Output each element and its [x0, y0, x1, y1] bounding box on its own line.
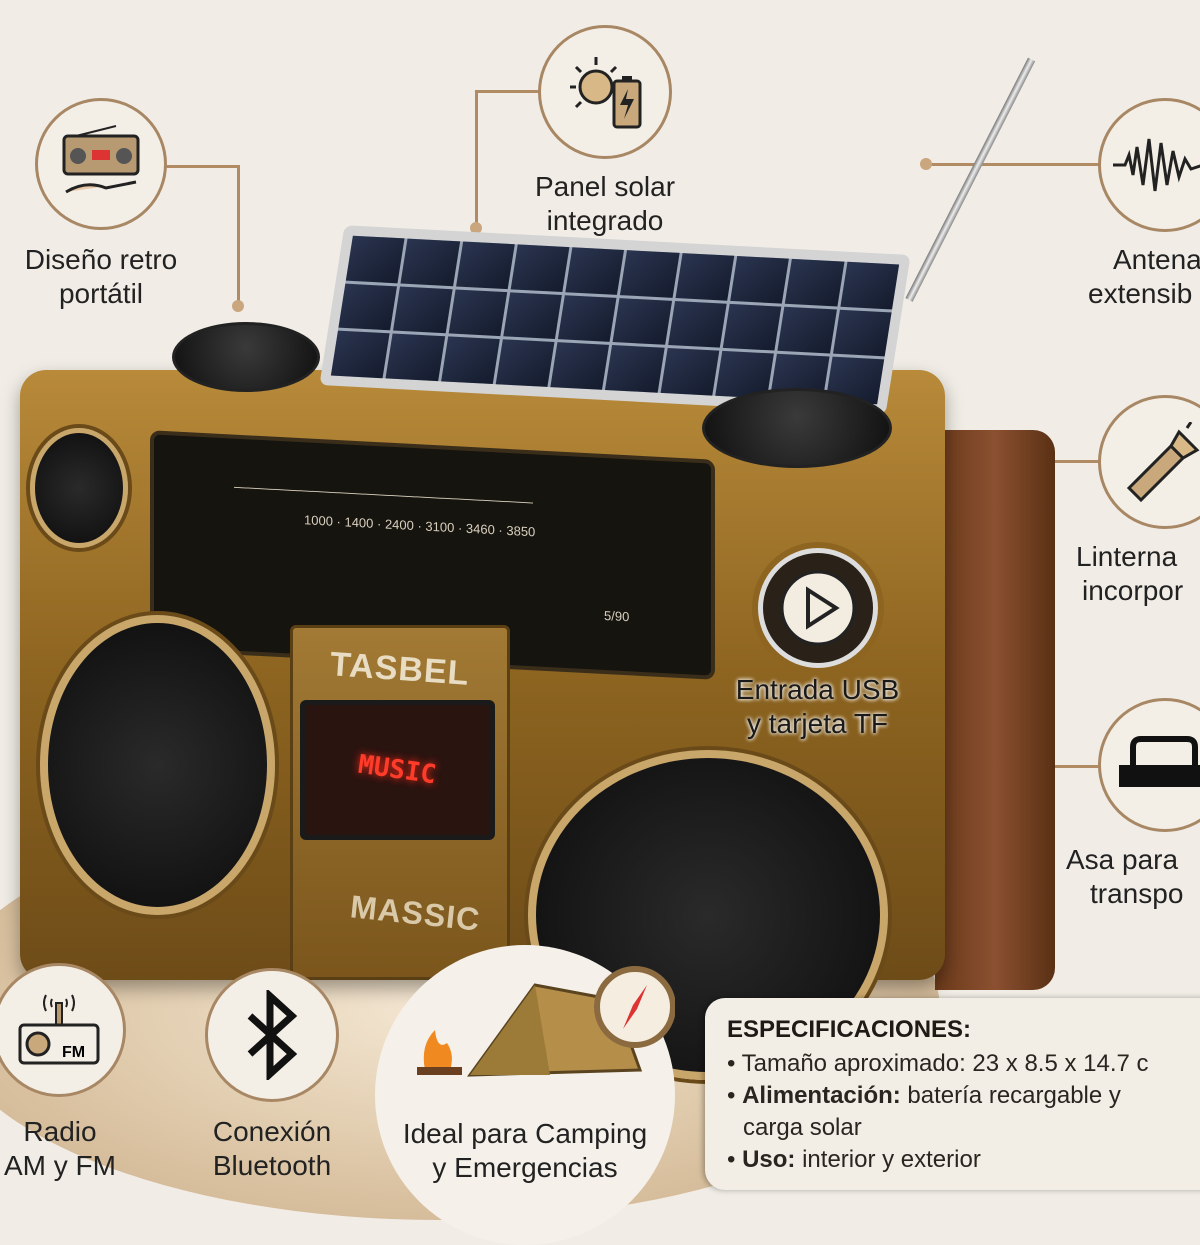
telescopic-antenna — [905, 57, 1036, 302]
spec-use: Uso: interior y exterior — [727, 1144, 1200, 1176]
feature-flashlight-circle — [1098, 395, 1200, 529]
sound-wave-icon — [1113, 138, 1200, 192]
solar-cell — [510, 244, 570, 292]
solar-cell — [660, 348, 720, 396]
solar-cell — [495, 339, 555, 387]
solar-cell — [832, 309, 892, 357]
flashlight-icon — [1126, 422, 1200, 502]
solar-cell — [393, 286, 453, 334]
solar-cell — [338, 283, 398, 331]
usb-tf-play-button — [758, 548, 878, 668]
solar-panel — [319, 225, 911, 415]
solar-cell — [345, 235, 405, 284]
volume-knob — [172, 322, 320, 392]
tweeter-speaker — [30, 428, 128, 548]
solar-cell — [565, 247, 625, 295]
solar-cell — [777, 306, 837, 354]
feature-handle-circle — [1098, 698, 1200, 832]
radio-fm-icon: FM — [18, 994, 100, 1065]
connector-dot — [920, 158, 932, 170]
play-icon — [780, 570, 856, 646]
solar-cell — [675, 253, 735, 301]
display-text: MUSIC — [356, 749, 439, 791]
bluetooth-icon — [247, 990, 298, 1080]
feature-radio-circle: FM — [0, 963, 126, 1097]
solar-cell — [612, 297, 672, 346]
spec-power: Alimentación: batería recargable ycarga … — [727, 1080, 1200, 1144]
specs-title: ESPECIFICACIONES: — [727, 1016, 972, 1043]
connector-line — [475, 90, 478, 230]
specifications-panel: ESPECIFICACIONES: Tamaño aproximado: 23 … — [705, 998, 1200, 1190]
solar-cell — [620, 250, 680, 298]
solar-cell — [448, 289, 508, 337]
fm-text: FM — [62, 1044, 85, 1061]
tuning-knob — [702, 388, 892, 468]
handle-icon — [1119, 736, 1200, 787]
feature-solar-circle — [538, 25, 672, 159]
connector-line — [1050, 460, 1100, 463]
sun-battery-icon — [570, 57, 642, 129]
solar-cell — [840, 261, 900, 310]
connector-line — [237, 165, 240, 305]
solar-cell — [550, 342, 610, 390]
feature-retro-circle — [35, 98, 167, 230]
spec-size: Tamaño aproximado: 23 x 8.5 x 14.7 c — [727, 1048, 1200, 1080]
left-speaker — [40, 615, 275, 915]
feature-bluetooth-circle — [205, 968, 339, 1102]
feature-antenna-circle — [1098, 98, 1200, 232]
connector-line — [925, 163, 1100, 166]
solar-cell — [330, 330, 390, 379]
led-display: MUSIC — [300, 700, 495, 840]
tent-campfire-compass-icon — [417, 966, 675, 1077]
connector-line — [165, 165, 239, 168]
boombox-hand-icon — [62, 125, 140, 194]
solar-cell — [400, 238, 460, 286]
solar-cell — [455, 241, 515, 289]
connector-dot — [232, 300, 244, 312]
solar-cell — [730, 255, 790, 304]
solar-cell — [722, 303, 782, 351]
solar-cell — [440, 336, 500, 385]
solar-cell — [503, 291, 563, 340]
radio-wood-side — [935, 430, 1055, 990]
solar-cell — [785, 258, 845, 307]
solar-cell — [558, 294, 618, 343]
connector-line — [475, 90, 540, 93]
solar-cell — [385, 333, 445, 382]
connector-line — [1040, 765, 1100, 768]
feature-camping-circle — [375, 945, 675, 1245]
solar-cell — [605, 345, 665, 393]
solar-cell — [667, 300, 727, 349]
